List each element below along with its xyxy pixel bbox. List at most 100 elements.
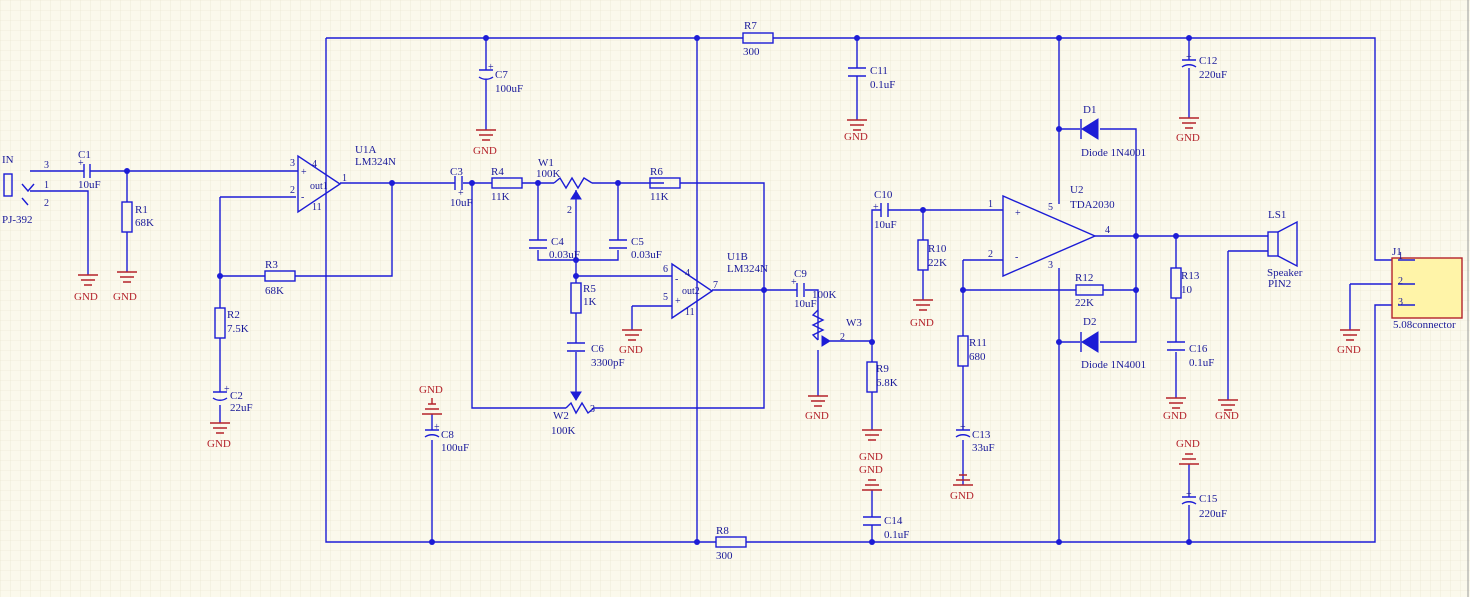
resistor-r7: R7 300	[742, 20, 774, 58]
svg-text:+: +	[791, 277, 797, 288]
c13-value: 33uF	[972, 442, 995, 454]
w3-value: 100K	[812, 289, 837, 301]
c4-value: 0.03uF	[549, 249, 580, 261]
svg-text:GND: GND	[113, 291, 137, 303]
svg-text:GND: GND	[619, 344, 643, 356]
c9-ref: C9	[794, 268, 807, 280]
capacitor-c11: C11 0.1uF	[848, 65, 895, 91]
u1a-part: LM324N	[355, 156, 396, 168]
ground-c2: GND	[207, 422, 231, 450]
ls1-value: Speaker	[1267, 267, 1303, 279]
svg-text:5: 5	[663, 292, 668, 303]
w2-value: 100K	[551, 425, 576, 437]
r2-ref: R2	[227, 309, 240, 321]
ground-c12: GND	[1176, 117, 1200, 144]
r1-ref: R1	[135, 204, 148, 216]
r9-value: 6.8K	[876, 377, 898, 389]
ground-c11: GND	[844, 119, 868, 143]
w1-value: 100K	[536, 168, 561, 180]
svg-text:4: 4	[685, 268, 690, 279]
ground-c7: GND	[473, 129, 497, 157]
u2-part: TDA2030	[1070, 199, 1115, 211]
svg-text:GND: GND	[1163, 410, 1187, 422]
svg-text:4: 4	[1105, 225, 1110, 236]
ground-speaker: GND	[1215, 399, 1239, 422]
c12-value: 220uF	[1199, 69, 1227, 81]
jack-pin-1: 1	[44, 180, 49, 191]
capacitor-c15: + C15 220uF	[1181, 489, 1227, 520]
jack-pin-3: 3	[44, 160, 49, 171]
c6-ref: C6	[591, 343, 604, 355]
svg-text:+: +	[675, 296, 681, 307]
c2-value: 22uF	[230, 402, 253, 414]
u1b-part: LM324N	[727, 263, 768, 275]
r13-value: 10	[1181, 284, 1193, 296]
svg-text:GND: GND	[1215, 410, 1239, 422]
input-net-label: IN	[2, 154, 14, 166]
svg-text:+: +	[458, 188, 464, 199]
resistor-r12: R12 22K	[1075, 272, 1104, 309]
resistor-r5: R5 1K	[570, 282, 597, 314]
speaker-ls1: LS1 Speaker PIN2	[1267, 209, 1303, 290]
ground-c13: GND	[950, 474, 974, 502]
resistor-r1: R1 68K	[121, 201, 154, 233]
potentiometer-w1: 2 W1 100K	[536, 157, 593, 216]
svg-text:GND: GND	[74, 291, 98, 303]
svg-text:+: +	[434, 422, 440, 433]
c7-ref: C7	[495, 69, 508, 81]
diode-d1: D1 Diode 1N4001	[1080, 104, 1146, 159]
svg-text:+: +	[1186, 52, 1192, 63]
u1b-out-label: out2	[682, 286, 700, 297]
r4-ref: R4	[491, 166, 504, 178]
jack-pin-2: 2	[44, 198, 49, 209]
c10-ref: C10	[874, 189, 893, 201]
ls1-pin: PIN2	[1268, 278, 1291, 290]
svg-text:-: -	[1015, 252, 1018, 263]
c8-ref: C8	[441, 429, 454, 441]
ground-c8: GND	[419, 384, 443, 415]
d2-ref: D2	[1083, 316, 1096, 328]
capacitor-c14: C14 0.1uF	[863, 515, 909, 541]
d1-value: Diode 1N4001	[1081, 147, 1146, 159]
r6-ref: R6	[650, 166, 663, 178]
w2-ref: W2	[553, 410, 569, 422]
c9-value: 10uF	[794, 298, 817, 310]
svg-text:11: 11	[685, 307, 695, 318]
opamp-u1b: - + out2 6 4 5 11 7 U1B LM324N	[663, 251, 768, 320]
ground-c15: GND	[1176, 438, 1200, 465]
w3-ref: W3	[846, 317, 862, 329]
svg-text:GND: GND	[207, 438, 231, 450]
r3-value: 68K	[265, 285, 284, 297]
junction-dots	[124, 35, 1192, 545]
c16-ref: C16	[1189, 343, 1208, 355]
c5-value: 0.03uF	[631, 249, 662, 261]
svg-text:4: 4	[312, 159, 317, 170]
c15-ref: C15	[1199, 493, 1218, 505]
u1a-ref: U1A	[355, 144, 376, 156]
ground-c16: GND	[1163, 397, 1187, 422]
ground-r10: GND	[910, 299, 934, 329]
ground-symbols: GND GND GND GND GND GND GND GND GND GND …	[74, 117, 1361, 502]
ground-c14: GND	[859, 464, 883, 491]
svg-text:7: 7	[713, 280, 718, 291]
svg-text:GND: GND	[1337, 344, 1361, 356]
svg-text:2: 2	[567, 205, 572, 216]
connector-j1: J1 1 2 3 5.08connector	[1391, 246, 1463, 331]
svg-text:1: 1	[988, 199, 993, 210]
capacitor-c2: + C2 22uF	[212, 384, 253, 414]
potentiometer-w2: 3 W2 100K	[551, 391, 595, 437]
r1-value: 68K	[135, 217, 154, 229]
r11-ref: R11	[969, 337, 987, 349]
capacitor-c5: C5 0.03uF	[609, 236, 662, 261]
svg-text:+: +	[224, 384, 230, 395]
resistor-r6: R6 11K	[649, 166, 681, 203]
r7-ref: R7	[744, 20, 757, 32]
r13-ref: R13	[1181, 270, 1200, 282]
svg-text:GND: GND	[950, 490, 974, 502]
c8-value: 100uF	[441, 442, 469, 454]
svg-text:+: +	[78, 158, 84, 169]
c3-ref: C3	[450, 166, 463, 178]
r12-ref: R12	[1075, 272, 1093, 284]
